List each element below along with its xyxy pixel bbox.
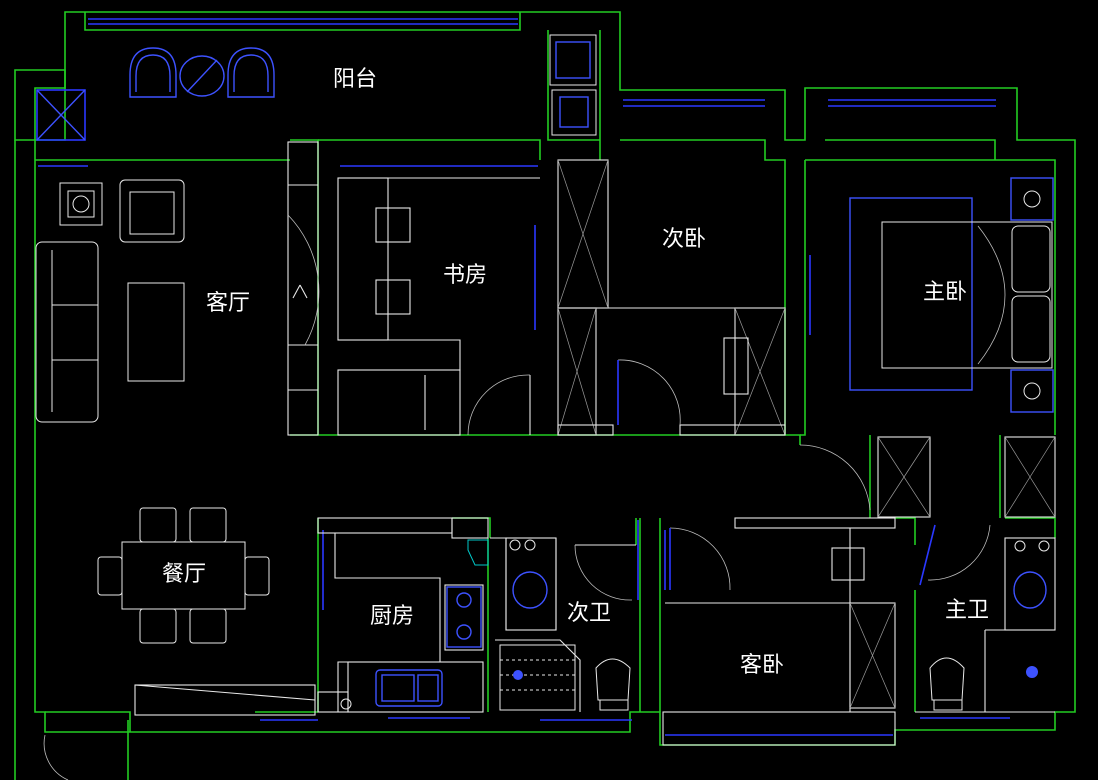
label-second-bedroom: 次卧 [662, 227, 706, 252]
kitchen-appliances [340, 539, 536, 710]
label-kitchen: 厨房 [370, 604, 414, 629]
label-balcony: 阳台 [333, 67, 377, 92]
outer-walls [14, 11, 1076, 780]
double-bed [849, 177, 1054, 413]
coffee-table [127, 282, 185, 382]
windows [38, 18, 1010, 736]
balcony-chairs [129, 47, 275, 98]
label-master-bedroom: 主卧 [923, 280, 967, 305]
dining-table [97, 507, 270, 644]
label-study: 书房 [443, 263, 487, 288]
door-swings [43, 214, 991, 780]
label-guest-bedroom: 客卧 [740, 653, 784, 678]
armchair [119, 179, 185, 243]
label-dining-room: 餐厅 [162, 562, 206, 587]
interior-lines [134, 141, 1056, 746]
label-second-bathroom: 次卫 [567, 601, 611, 626]
balcony-washer [549, 34, 597, 136]
label-master-bathroom: 主卫 [945, 598, 989, 623]
bathroom-fixtures [499, 540, 1050, 711]
living-sofa [35, 241, 99, 423]
balcony-cabinet [36, 89, 86, 141]
armchair-seat [129, 191, 175, 235]
label-living-room: 客厅 [206, 291, 250, 316]
speaker-box [59, 182, 103, 226]
